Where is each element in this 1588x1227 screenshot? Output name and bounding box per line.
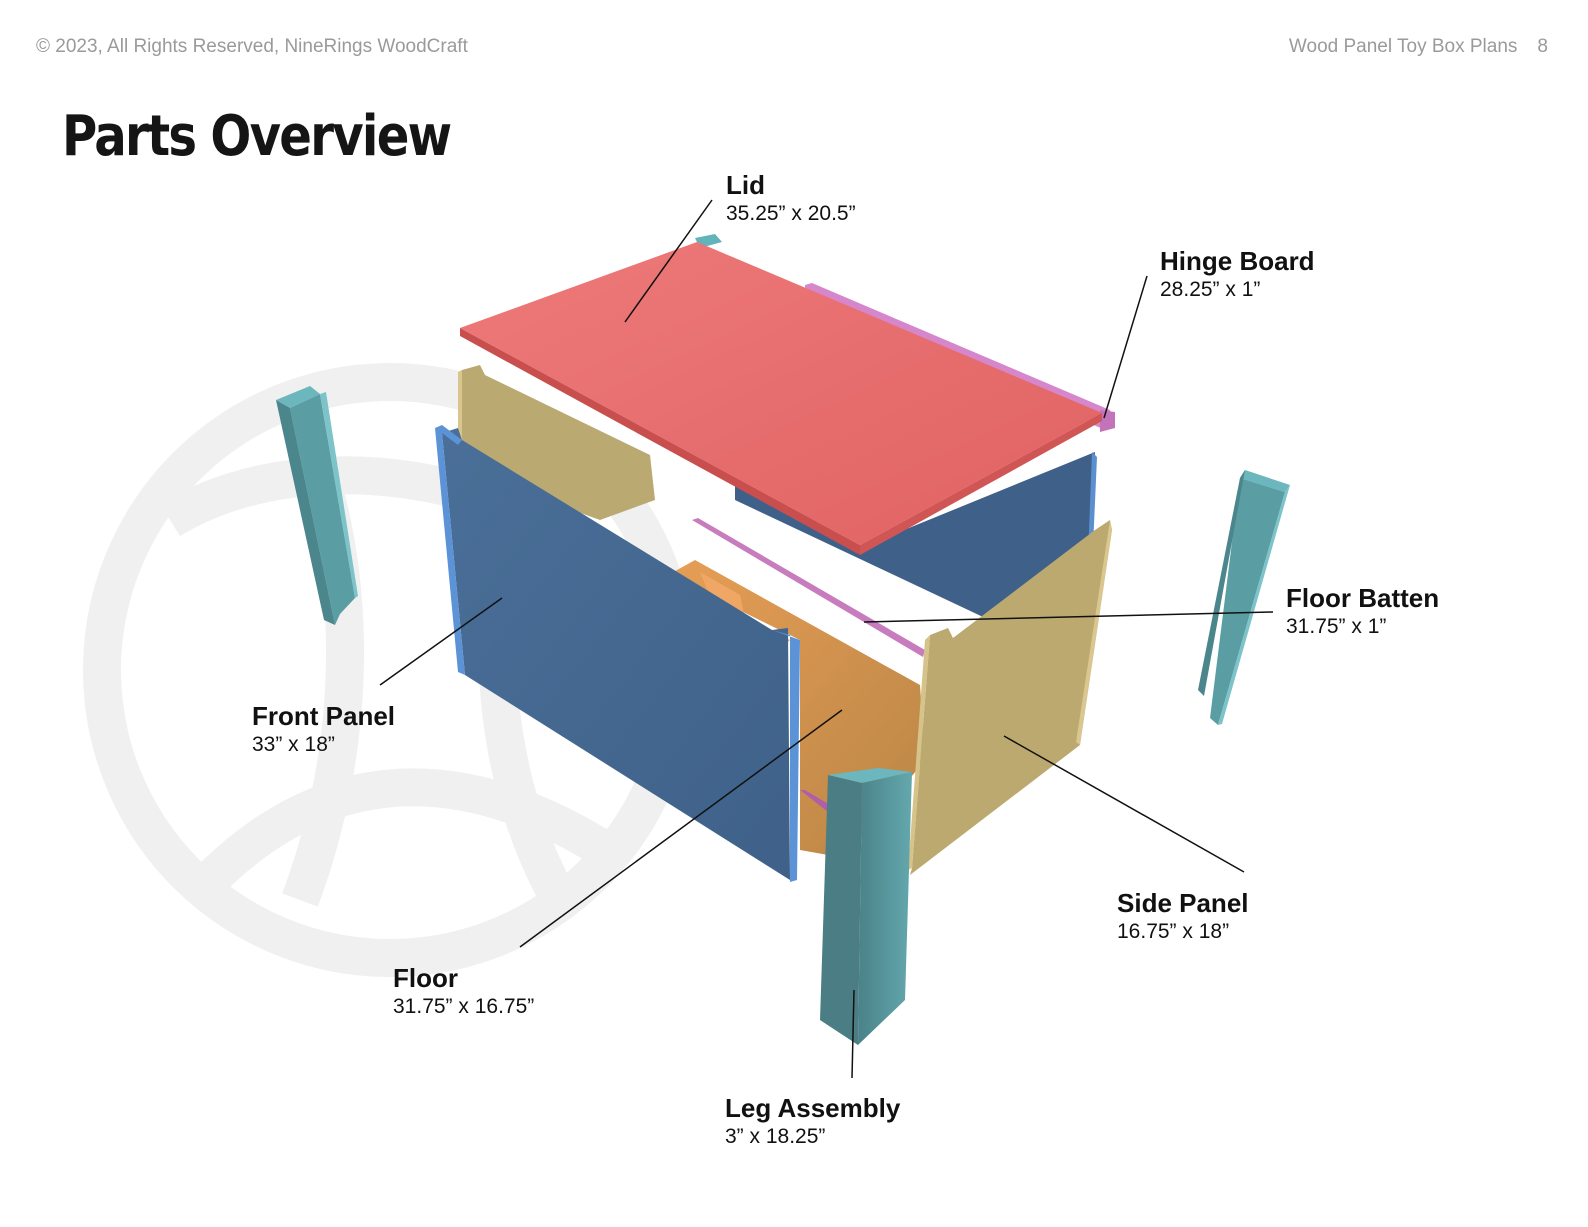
label-floor-batten: Floor Batten 31.75” x 1” [1286,583,1439,641]
leader-front-panel [379,597,503,686]
part-dims-leg-assembly: 3” x 18.25” [725,1125,826,1148]
leader-lid [624,199,713,323]
part-name-lid: Lid [726,170,765,200]
leader-side-panel [1003,735,1245,873]
lid-panel [460,242,1102,555]
label-front-panel: Front Panel 33” x 18” [252,701,395,759]
part-name-front-panel: Front Panel [252,701,396,731]
part-name-side-panel: Side Panel [1117,888,1249,918]
leader-leg-assembly [851,989,855,1079]
front-panel [435,425,800,882]
leader-lines [379,199,1274,1079]
page-number: 8 [1537,36,1548,57]
label-hinge-board: Hinge Board 28.25” x 1” [1160,246,1315,304]
leg-right [1198,470,1290,725]
part-dims-hinge-board: 28.25” x 1” [1160,278,1261,301]
page-title: Parts Overview [62,104,452,169]
part-dims-front-panel: 33” x 18” [252,733,335,756]
part-dims-lid: 35.25” x 20.5” [726,202,856,225]
leg-front [820,768,912,1045]
part-name-leg-assembly: Leg Assembly [725,1093,901,1123]
part-name-hinge-board: Hinge Board [1160,246,1315,276]
part-name-floor: Floor [393,963,458,993]
label-floor: Floor 31.75” x 16.75” [393,963,534,1021]
leader-floor-batten [863,611,1274,623]
part-dims-side-panel: 16.75” x 18” [1117,920,1230,943]
part-dims-floor-batten: 31.75” x 1” [1286,615,1387,638]
side-panel-front [908,520,1112,875]
label-leg-assembly: Leg Assembly 3” x 18.25” [725,1093,900,1151]
leader-floor [519,709,843,948]
document-title: Wood Panel Toy Box Plans [1288,36,1518,57]
leader-hinge-board [1103,275,1148,419]
label-side-panel: Side Panel 16.75” x 18” [1117,888,1249,946]
document-header: Wood Panel Toy Box Plans 8 [1289,36,1548,58]
label-lid: Lid 35.25” x 20.5” [726,170,856,228]
copyright-notice: © 2023, All Rights Reserved, NineRings W… [36,36,468,57]
part-dims-floor: 31.75” x 16.75” [393,995,535,1018]
leg-left [276,386,358,625]
part-name-floor-batten: Floor Batten [1286,583,1440,613]
